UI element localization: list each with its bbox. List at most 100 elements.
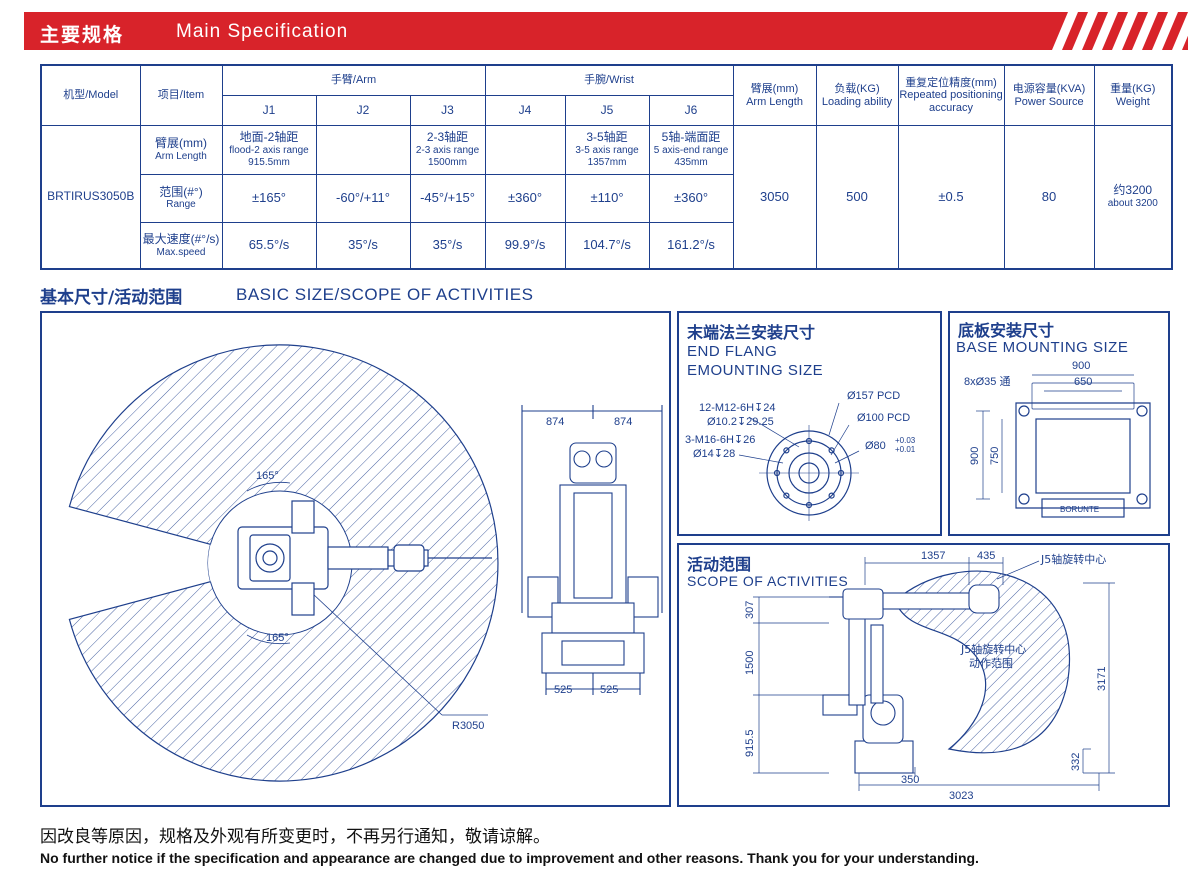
flange-m16-line2: Ø14↧28 — [693, 448, 735, 460]
flange-title-cn: 末端法兰安装尺寸 — [687, 323, 816, 342]
flange-drawing: Ø157 PCD Ø100 PCD Ø80 +0.03 +0.01 12-M12… — [685, 390, 916, 521]
row-arm-length-label: 臂展(mm)Arm Length — [139, 125, 223, 175]
range-j2: -60°/+11° — [315, 173, 411, 224]
col-model-header: 机型/Model — [40, 64, 141, 127]
col-weight-header: 重量(KG)Weight — [1093, 64, 1173, 127]
flange-m12-line2: Ø10.2↧29.25 — [707, 416, 774, 428]
speed-j5: 104.7°/s — [564, 222, 650, 270]
header-title-cn: 主要规格 — [40, 24, 125, 46]
base-drawing: 8xØ35 通 900 650 900 750 BORUNTE — [964, 360, 1151, 518]
scope-d350: 350 — [901, 774, 919, 786]
base-title-cn: 底板安装尺寸 — [958, 321, 1055, 340]
scope-j5-center: J5轴旋转中心 — [1040, 552, 1106, 566]
base-h900: 900 — [969, 447, 981, 465]
range-j1: ±165° — [221, 173, 317, 224]
range-j4: ±360° — [484, 173, 566, 224]
header-stripes — [1052, 12, 1188, 50]
base-left-525: 525 — [554, 684, 572, 696]
flange-m16-line1: 3-M16-6H↧26 — [685, 434, 755, 446]
base-panel: 8xØ35 通 900 650 900 750 BORUNTE 底板安装尺寸 B… — [948, 311, 1170, 536]
section-title-en: BASIC SIZE/SCOPE OF ACTIVITIES — [236, 285, 534, 304]
range-j3: -45°/+15° — [409, 173, 486, 224]
scope-d332: 332 — [1070, 753, 1082, 771]
scope-drawing: 1357 435 J5轴旋转中心 J5轴旋转中心 动作范围 307 1500 9… — [744, 550, 1115, 802]
joint-j4-header: J4 — [484, 94, 566, 127]
base-w900: 900 — [1072, 360, 1090, 372]
arm-group-header: 手臂/Arm — [221, 64, 486, 96]
spec-table: 机型/Model 项目/Item 手臂/Arm 手腕/Wrist 臂展(mm)A… — [40, 64, 1174, 270]
range-j5: ±110° — [564, 173, 650, 224]
row-speed-label: 最大速度(#°/s)Max.speed — [139, 222, 223, 270]
scope-d435: 435 — [977, 550, 995, 562]
joint-j3-header: J3 — [409, 94, 486, 127]
footer-notice-cn: 因改良等原因，规格及外观有所变更时，不再另行通知，敬请谅解。 — [40, 827, 550, 847]
scope-panel: 1357 435 J5轴旋转中心 J5轴旋转中心 动作范围 307 1500 9… — [677, 543, 1170, 807]
dim-right-874: 874 — [614, 416, 632, 428]
footer-notice-en: No further notice if the specification a… — [40, 850, 979, 866]
base-h750: 750 — [989, 447, 1001, 465]
range-j6: ±360° — [648, 173, 734, 224]
flange-tol-lower: +0.01 — [895, 445, 916, 454]
speed-j4: 99.9°/s — [484, 222, 566, 270]
arm-j2-cell — [315, 125, 411, 175]
angle-top-label: 165° — [256, 470, 279, 482]
scope-title-en: SCOPE OF ACTIVITIES — [687, 573, 849, 589]
scope-d3023: 3023 — [949, 790, 973, 802]
speed-j6: 161.2°/s — [648, 222, 734, 270]
flange-panel: Ø157 PCD Ø100 PCD Ø80 +0.03 +0.01 12-M12… — [677, 311, 942, 536]
header-title-en: Main Specification — [176, 21, 349, 42]
flange-tol-upper: +0.03 — [895, 436, 916, 445]
model-cell: BRTIRUS3050B — [40, 125, 141, 270]
base-right-525: 525 — [600, 684, 618, 696]
flange-d80: Ø80 — [865, 440, 886, 452]
base-holes: 8xØ35 通 — [964, 375, 1010, 388]
speed-j1: 65.5°/s — [221, 222, 317, 270]
scope-d3171: 3171 — [1096, 667, 1108, 691]
scope-title-cn: 活动范围 — [687, 555, 752, 574]
front-view-drawing — [521, 405, 663, 695]
scope-d1500: 1500 — [744, 651, 756, 675]
scope-area-label-1: J5轴旋转中心 — [960, 642, 1026, 656]
col-load-header: 负载(KG)Loading ability — [815, 64, 899, 127]
load-value: 500 — [815, 125, 899, 270]
flange-pcd-100: Ø100 PCD — [857, 412, 910, 424]
section-title-cn: 基本尺寸/活动范围 — [40, 288, 183, 308]
base-brand: BORUNTE — [1060, 505, 1099, 514]
scope-area-label-2: 动作范围 — [969, 656, 1013, 670]
col-item-header: 项目/Item — [139, 64, 223, 127]
dim-left-874: 874 — [546, 416, 564, 428]
base-title-en: BASE MOUNTING SIZE — [956, 339, 1129, 356]
row-range-label: 范围(#°)Range — [139, 173, 223, 224]
scope-d1357: 1357 — [921, 550, 945, 562]
header-band: 主要规格 Main Specification — [24, 12, 1188, 50]
flange-title-en-2: EMOUNTING SIZE — [687, 362, 824, 379]
scope-d9155: 915.5 — [744, 729, 756, 757]
joint-j2-header: J2 — [315, 94, 411, 127]
speed-j3: 35°/s — [409, 222, 486, 270]
joint-j5-header: J5 — [564, 94, 650, 127]
flange-title-en-1: END FLANG — [687, 343, 778, 360]
joint-j6-header: J6 — [648, 94, 734, 127]
arm-j4-cell — [484, 125, 566, 175]
repeat-value: ±0.5 — [897, 125, 1005, 270]
angle-bottom-label: 165° — [266, 632, 289, 644]
scope-d307: 307 — [744, 601, 756, 619]
radius-label: R3050 — [452, 720, 484, 732]
top-view-drawing: 165° 165° R3050 874 874 525 525 — [68, 344, 663, 782]
power-value: 80 — [1003, 125, 1095, 270]
base-w650: 650 — [1074, 376, 1092, 388]
flange-pcd-157: Ø157 PCD — [847, 390, 900, 402]
flange-m12-line1: 12-M12-6H↧24 — [699, 402, 775, 414]
speed-j2: 35°/s — [315, 222, 411, 270]
col-arm-length-header: 臂展(mm)Arm Length — [732, 64, 817, 127]
joint-j1-header: J1 — [221, 94, 317, 127]
col-power-header: 电源容量(KVA)Power Source — [1003, 64, 1095, 127]
basic-size-panel: 165° 165° R3050 874 874 525 525 — [40, 311, 671, 807]
arm-length-value: 3050 — [732, 125, 817, 270]
